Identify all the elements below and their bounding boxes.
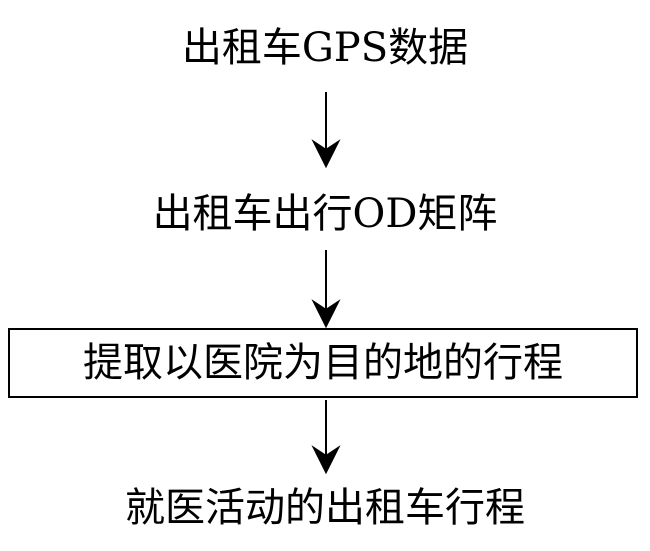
step-medical-taxi-trips: 就医活动的出租车行程	[125, 485, 525, 531]
step-taxi-gps-data: 出租车GPS数据	[181, 25, 469, 71]
step-taxi-od-matrix: 出租车出行OD矩阵	[152, 191, 498, 237]
arrow-3-head	[311, 445, 341, 475]
arrow-1-head	[311, 139, 341, 169]
step-extract-hospital-trips: 提取以医院为目的地的行程	[83, 340, 563, 386]
arrow-2-head	[311, 299, 341, 329]
step-box-extract-hospital-trips: 提取以医院为目的地的行程	[8, 328, 638, 398]
